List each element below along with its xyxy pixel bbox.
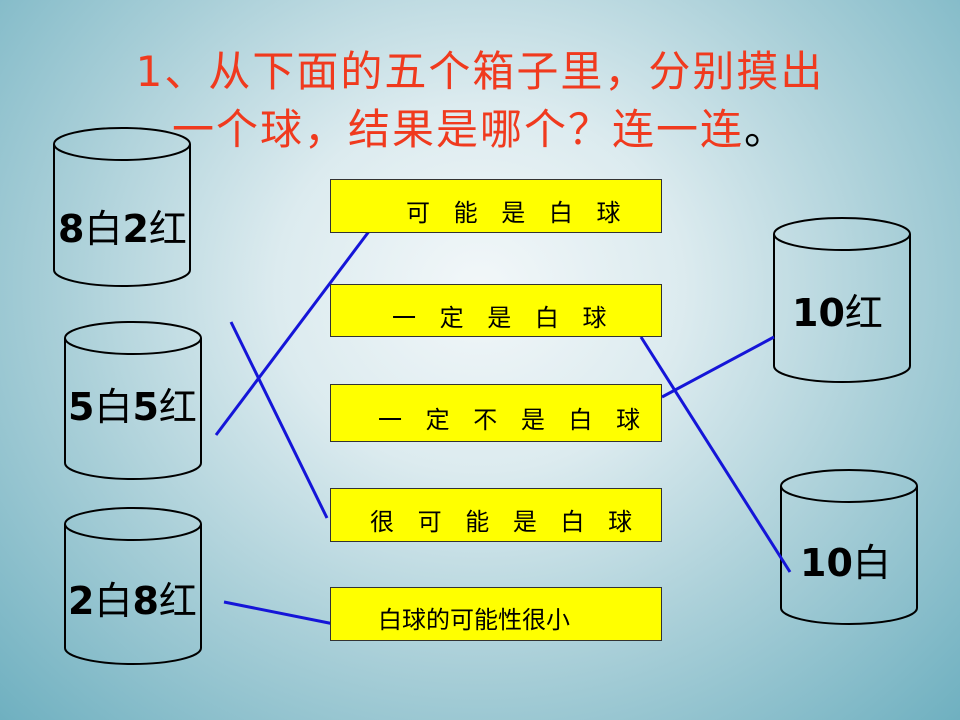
option-1-text: 可 能 是 白 球 [406, 199, 629, 227]
jar-1 [53, 127, 191, 287]
option-2-text: 一 定 是 白 球 [392, 304, 615, 332]
option-box-2[interactable] [330, 284, 662, 337]
title-line2-period: 。 [744, 105, 789, 154]
option-4-text: 很 可 能 是 白 球 [370, 508, 641, 536]
connector-jar2-to-option4 [229, 321, 329, 519]
option-5-text: 白球的可能性很小 [368, 603, 600, 637]
jar-2 [64, 321, 202, 480]
jar-4 [773, 217, 911, 383]
connector-jar5-to-option2 [639, 336, 792, 573]
option-3-text: 一 定 不 是 白 球 [378, 406, 649, 434]
connector-jar4-to-option3 [661, 335, 775, 399]
option-box-4[interactable] [330, 488, 662, 542]
jar-3 [64, 507, 202, 665]
jar-5-label: 10白 [800, 541, 891, 585]
option-box-3[interactable] [330, 384, 662, 442]
jars [53, 127, 918, 665]
jar-2-label: 5白5红 [68, 385, 197, 429]
jar-4-label: 10红 [792, 291, 883, 335]
option-box-1[interactable] [330, 179, 662, 233]
question-title-line2: 一个球，结果是哪个？连一连。 [0, 100, 960, 160]
connector-jar3-to-option5 [223, 600, 335, 626]
question-title-line1: 1、从下面的五个箱子里，分别摸出 [135, 47, 825, 96]
jar-1-label: 8白2红 [58, 207, 187, 251]
jar-5 [780, 469, 918, 625]
connector-jar2-to-option1 [214, 229, 372, 436]
jar-3-label: 2白8红 [68, 579, 197, 623]
connector-lines [214, 229, 792, 626]
title-line2-text: 一个球，结果是哪个？连一连 [171, 105, 744, 154]
